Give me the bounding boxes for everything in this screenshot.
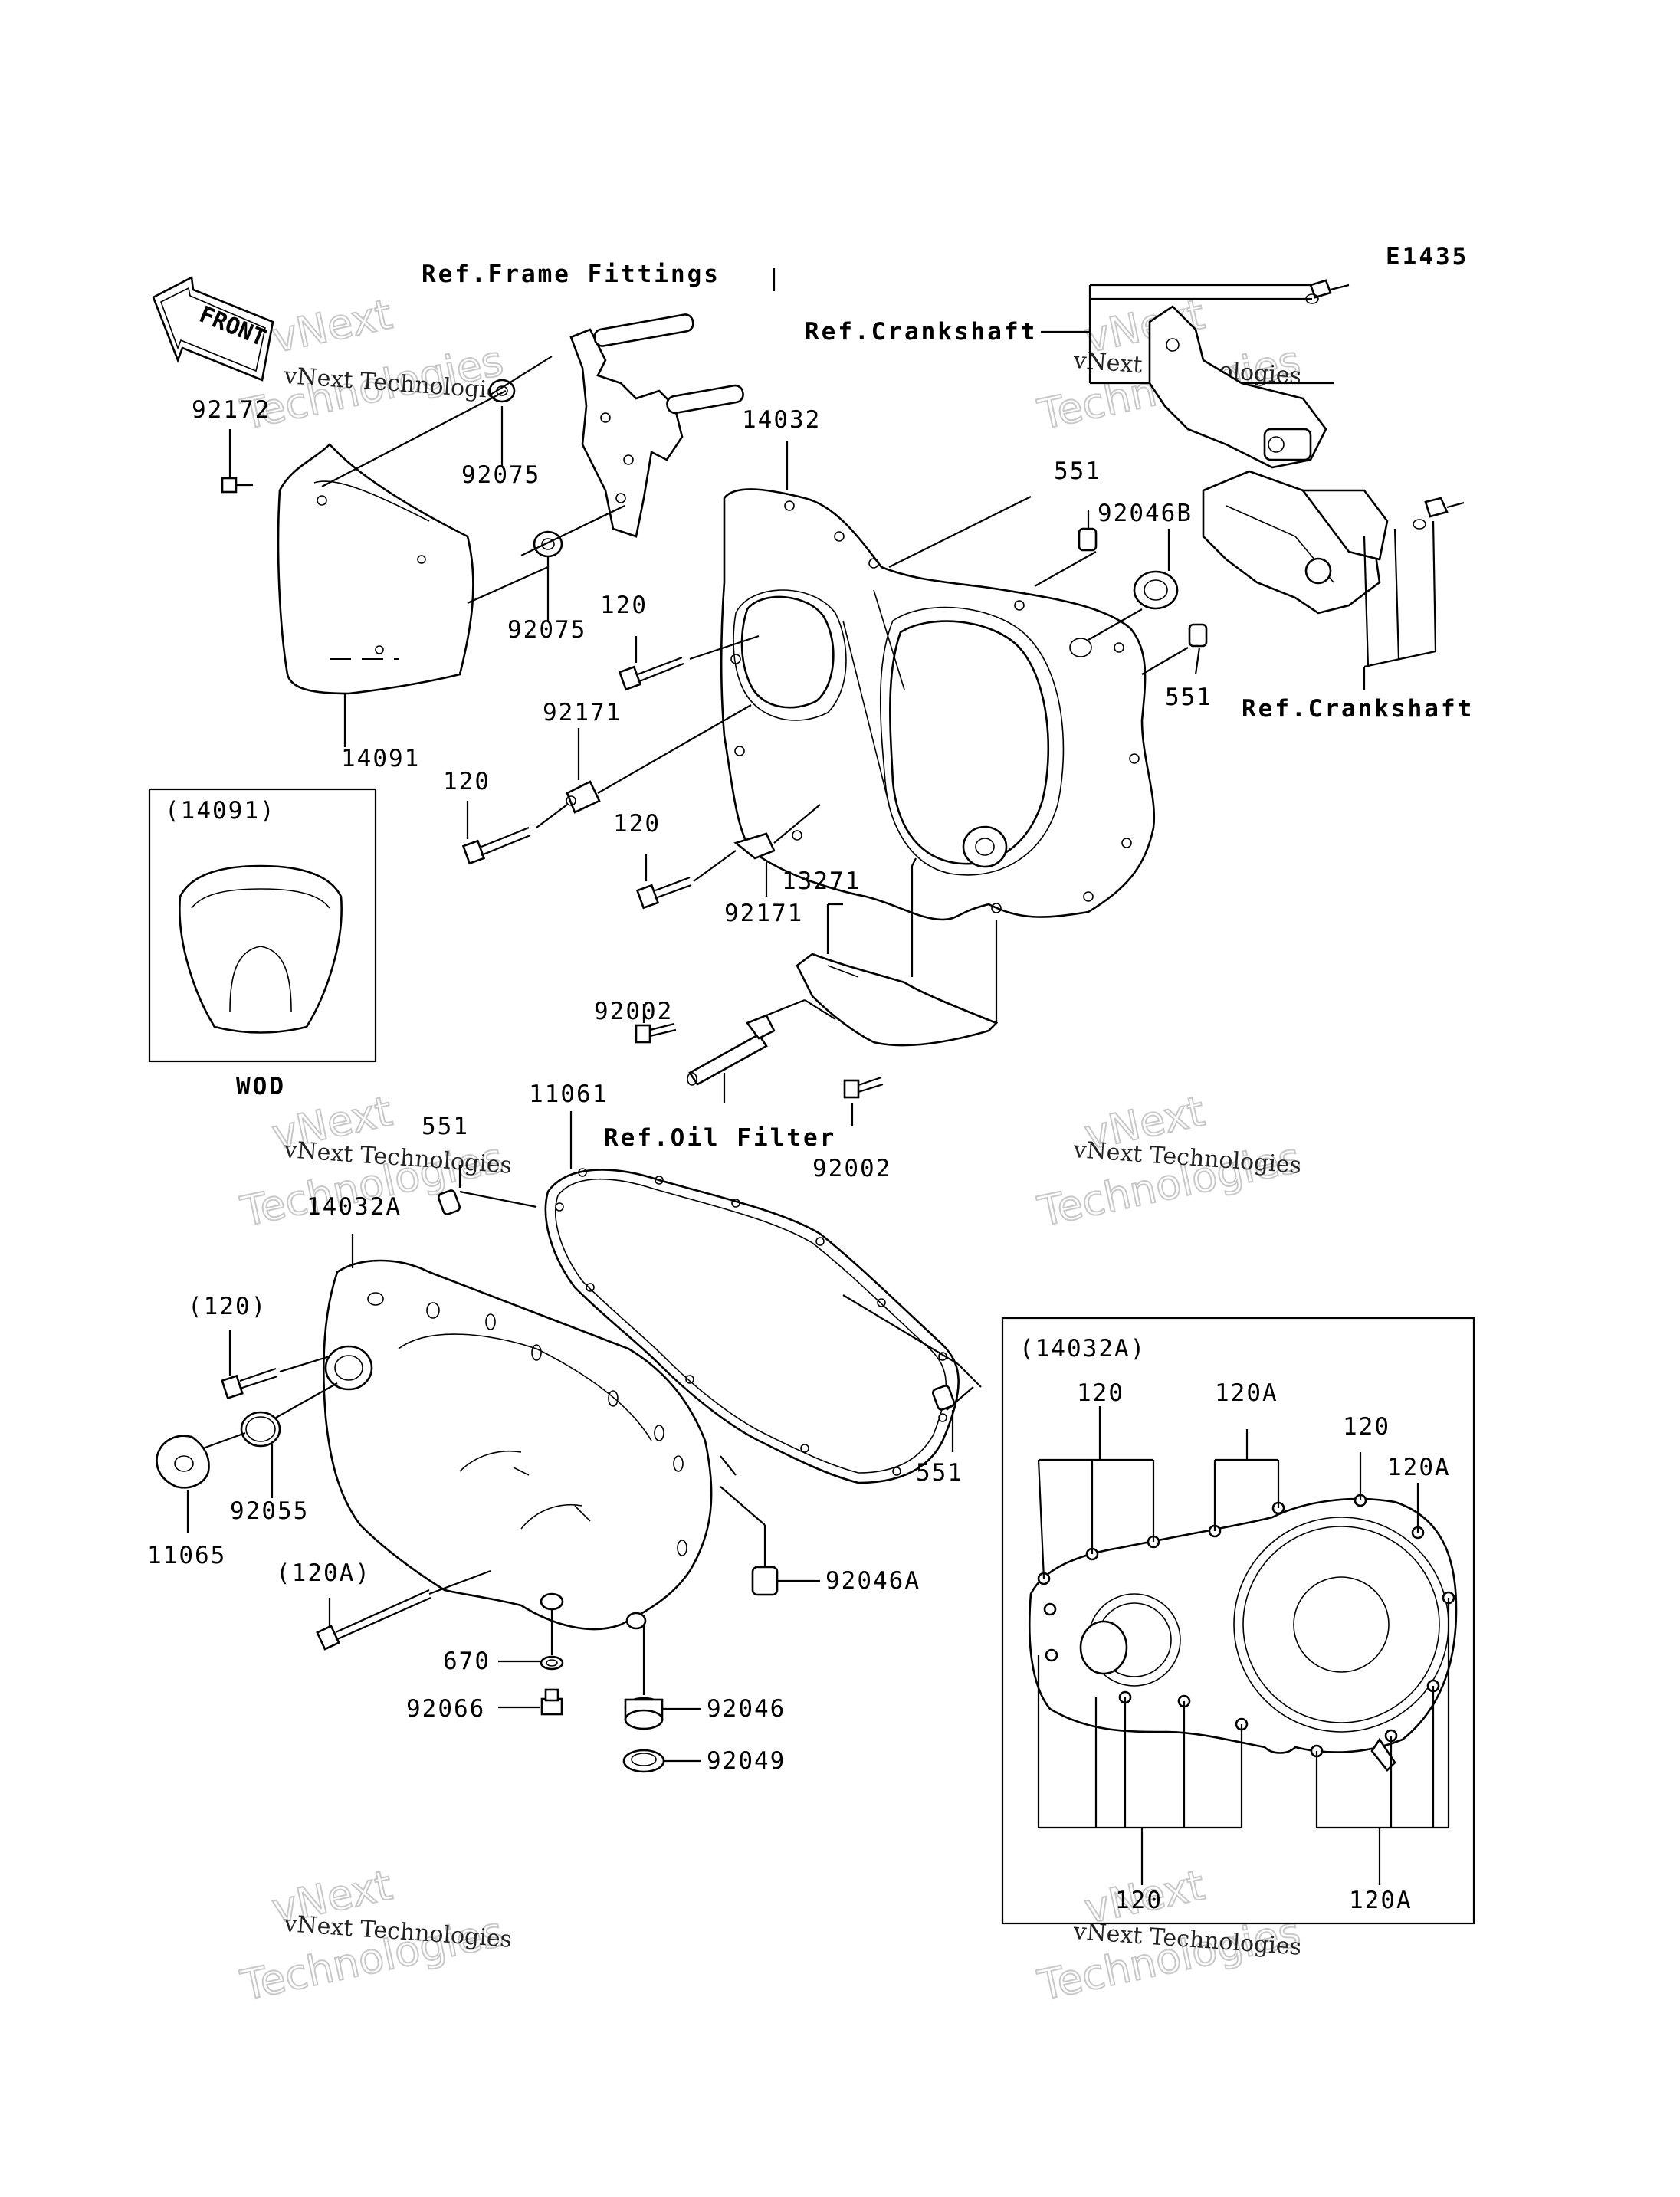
ref-oil-filter: Ref.Oil Filter xyxy=(604,1124,836,1152)
dowel-551-d xyxy=(931,1385,956,1452)
inset-14091-title: (14091) xyxy=(165,797,276,825)
part-labels: 92172 92075 92075 14091 14032 551 92046B… xyxy=(147,396,1212,1775)
label-670: 670 xyxy=(443,1648,491,1675)
inset-14091-caption: WOD xyxy=(236,1073,286,1100)
crankshaft-part-top xyxy=(1148,279,1350,469)
inset-14032A: (14032A) xyxy=(1001,1317,1475,1925)
spacer-92075-b xyxy=(533,530,563,558)
leaders-14032 xyxy=(786,441,1201,675)
watermark-mid-left: vNext Technologies vNext Technologies xyxy=(236,1086,514,1237)
label-92075-a: 92075 xyxy=(461,461,540,489)
clip-92171-a xyxy=(566,780,601,814)
bolt-120-a xyxy=(618,656,684,691)
inset-14091: (14091) WOD xyxy=(148,788,377,1100)
dowel-551-c xyxy=(437,1165,537,1215)
bolt-120A-paren xyxy=(316,1569,491,1651)
bolt-92002-b xyxy=(843,1076,884,1099)
label-551-d: 551 xyxy=(916,1459,963,1487)
cover-14032A xyxy=(322,1234,713,1631)
ref-crankshaft-right: Ref.Crankshaft xyxy=(1242,695,1474,723)
label-92046A: 92046A xyxy=(825,1567,920,1595)
label-120A-paren: (120A) xyxy=(276,1559,371,1587)
label-11065: 11065 xyxy=(147,1542,226,1569)
label-120-a: 120 xyxy=(600,592,648,619)
bearing-92046A xyxy=(720,1455,820,1596)
dowel-551-b xyxy=(1188,623,1208,648)
oring-92055 xyxy=(240,1382,338,1498)
dowel-551-a xyxy=(1078,527,1098,552)
bearing-92046 xyxy=(624,1625,701,1730)
label-13271: 13271 xyxy=(782,867,861,895)
label-92046B: 92046B xyxy=(1098,500,1193,527)
seal-92049 xyxy=(622,1749,701,1773)
cover-14091 xyxy=(277,443,474,695)
label-92002-a: 92002 xyxy=(594,998,673,1025)
label-92171-a: 92171 xyxy=(543,699,622,726)
clip-92171-b xyxy=(733,832,776,860)
inset-label-120-top-left: 120 xyxy=(1077,1379,1124,1407)
bolt-92172 xyxy=(221,477,253,494)
ref-frame-fittings: Ref.Frame Fittings xyxy=(422,261,720,288)
label-14091: 14091 xyxy=(341,745,420,772)
label-92002-b: 92002 xyxy=(812,1155,891,1182)
frame-fitting-bracket xyxy=(569,313,744,538)
label-120-b: 120 xyxy=(443,768,491,795)
bolt-120-b xyxy=(461,826,531,865)
bolt-120-c xyxy=(635,876,692,910)
oil-filter-pipe xyxy=(642,998,854,1126)
label-92046: 92046 xyxy=(707,1695,786,1723)
label-14032A: 14032A xyxy=(307,1193,402,1221)
leaders-bolts xyxy=(466,635,821,897)
inset-label-120A-bottom: 120A xyxy=(1349,1887,1413,1914)
spacer-92075-a xyxy=(488,379,516,403)
inset-14032A-title: (14032A) xyxy=(1019,1335,1146,1362)
inset-label-120A-top: 120A xyxy=(1215,1379,1278,1407)
inset-leaders xyxy=(1037,1406,1450,1885)
diagram-id: E1435 xyxy=(1386,243,1468,271)
washer-670 xyxy=(498,1609,564,1671)
bearing-92046B xyxy=(1133,570,1179,610)
label-92055: 92055 xyxy=(230,1497,309,1525)
label-551-a: 551 xyxy=(1054,457,1101,485)
inset-label-120-bottom: 120 xyxy=(1115,1887,1163,1914)
inset-label-120-top-right: 120 xyxy=(1343,1413,1390,1441)
label-11061: 11061 xyxy=(529,1080,608,1108)
watermark-top-left: vNext Technologies vNext Technologies xyxy=(236,289,514,440)
leaders-upper-left xyxy=(228,268,776,747)
svg-text:vNext: vNext xyxy=(268,290,396,362)
label-120-paren: (120) xyxy=(188,1293,267,1320)
label-551-b: 551 xyxy=(1165,684,1212,711)
inset-label-120A-right: 120A xyxy=(1387,1454,1451,1481)
label-92172: 92172 xyxy=(192,396,271,424)
ref-crankshaft-top: Ref.Crankshaft xyxy=(805,318,1037,346)
plug-11065 xyxy=(156,1431,246,1533)
watermark-bottom-right: vNext Technologies vNext Technologies xyxy=(1033,1860,1305,2011)
watermark-mid-right: vNext Technologies vNext Technologies xyxy=(1033,1086,1305,1237)
plate-13271 xyxy=(796,857,999,1047)
bolt-120-paren xyxy=(221,1330,330,1400)
gasket-11061 xyxy=(544,1111,982,1484)
label-92049: 92049 xyxy=(707,1747,786,1775)
bolt-92002-a xyxy=(635,1022,677,1044)
crankshaft-top-callout xyxy=(1041,284,1334,385)
drain-bolt-92066 xyxy=(498,1688,563,1716)
crankshaft-part-right xyxy=(1202,470,1465,690)
label-92066: 92066 xyxy=(406,1695,485,1723)
label-92075-b: 92075 xyxy=(507,616,586,644)
watermark-bottom-left: vNext Technologies vNext Technologies xyxy=(236,1860,514,2011)
crankcase-14032 xyxy=(720,488,1156,921)
label-120-c: 120 xyxy=(613,810,661,838)
label-92171-b: 92171 xyxy=(724,900,803,927)
label-551-c: 551 xyxy=(422,1113,469,1140)
front-arrow-icon: FRONT xyxy=(152,275,274,382)
label-14032: 14032 xyxy=(742,406,821,434)
